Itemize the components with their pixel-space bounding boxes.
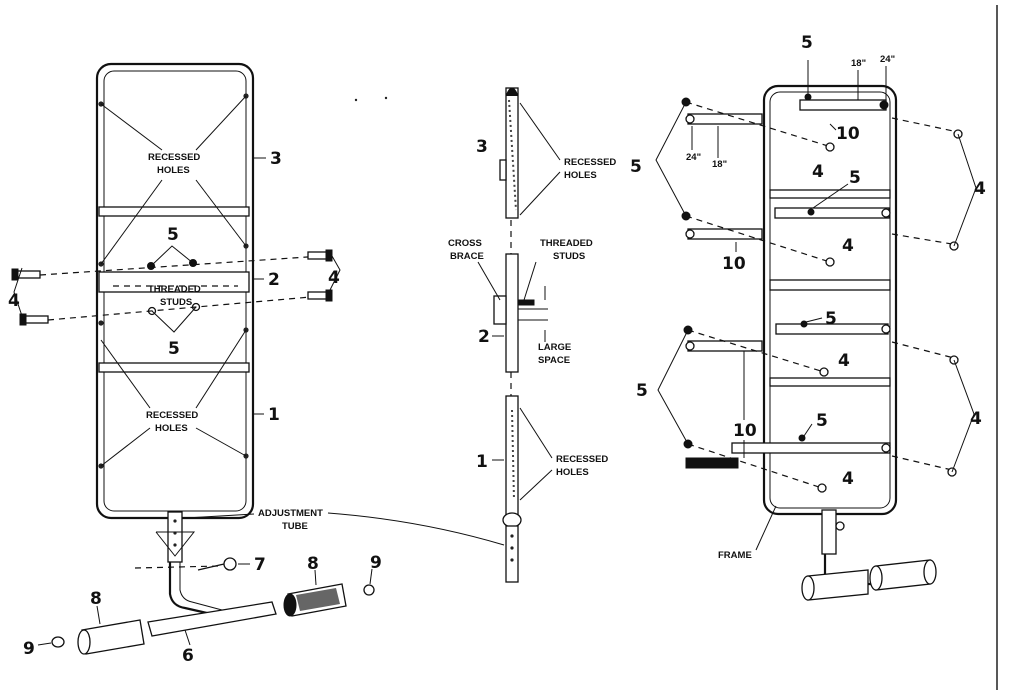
part-number-8-left: 8 xyxy=(90,589,102,609)
part-number-4-third: 4 xyxy=(838,351,850,371)
part-number-4-right-lower-group: 4 xyxy=(970,409,982,429)
large-space-label-2: SPACE xyxy=(538,355,570,366)
part-number-8-right: 8 xyxy=(307,554,319,574)
side-rail-2 xyxy=(505,253,519,373)
dim-24-side: 24" xyxy=(686,152,701,163)
part-number-5-third: 5 xyxy=(825,309,837,329)
part-number-4-right-upper-group: 4 xyxy=(974,179,986,199)
recessed-holes-label-upper: RECESSED xyxy=(148,152,200,163)
recessed-holes-label-side-lower-2: HOLES xyxy=(556,467,589,478)
part-number-4-top: 4 xyxy=(812,162,824,182)
cross-brace-label: CROSS xyxy=(448,238,482,249)
adjustment-tube-label: ADJUSTMENT xyxy=(258,508,323,519)
side-rail-1 xyxy=(505,395,519,517)
cross-brace-label-2: BRACE xyxy=(450,251,484,262)
frame-label: FRAME xyxy=(718,550,752,561)
part-number-2-left: 2 xyxy=(268,270,280,290)
part-number-3-left: 3 xyxy=(270,149,282,169)
part-number-4-bottom: 4 xyxy=(842,469,854,489)
threaded-studs-label-side: THREADED xyxy=(540,238,593,249)
dim-18-side: 18" xyxy=(712,159,727,170)
part-number-10-second: 10 xyxy=(722,254,746,274)
right-roller-pads xyxy=(801,559,937,601)
part-number-2-side: 2 xyxy=(478,327,490,347)
left-brace-3 xyxy=(98,206,250,217)
left-brace-2 xyxy=(98,271,250,293)
foam-pad-left xyxy=(77,619,145,655)
threaded-studs-label-2: STUDS xyxy=(160,297,192,308)
left-brace-1 xyxy=(98,362,250,373)
part-number-4-left-right: 4 xyxy=(328,268,340,288)
threaded-studs-label: THREADED xyxy=(148,284,201,295)
leg-bar xyxy=(147,601,277,637)
side-rail-3 xyxy=(505,87,519,219)
bracket-10-third xyxy=(687,340,763,352)
part-number-5-right-lower-group: 5 xyxy=(636,381,648,401)
part-number-9-left: 9 xyxy=(23,639,35,659)
part-number-9-right: 9 xyxy=(370,553,382,573)
large-space-label: LARGE xyxy=(538,342,571,353)
recessed-holes-label-lower: RECESSED xyxy=(146,410,198,421)
part-number-5-left-lower: 5 xyxy=(168,339,180,359)
foam-pad-right xyxy=(283,583,347,617)
adjustment-tube-label-2: TUBE xyxy=(282,521,308,532)
threaded-studs-label-side-2: STUDS xyxy=(553,251,585,262)
middle-side-view: 3 RECESSED HOLES CROSS BRACE THREADED ST… xyxy=(185,87,616,583)
part-number-6: 6 xyxy=(182,646,194,666)
part-number-4-left-left: 4 xyxy=(8,291,20,311)
right-assembled-view: 5 5 4 4 5 5 5 5 4 4 4 4 10 10 10 18" 24"… xyxy=(630,33,986,601)
left-exploded-view: RECESSED HOLES RECESSED HOLES THREADED S… xyxy=(8,62,388,666)
part-number-1-left: 1 xyxy=(268,405,280,425)
part-number-10-top: 10 xyxy=(836,124,860,144)
part-number-10-bottom: 10 xyxy=(733,421,757,441)
recessed-holes-label-side-upper-2: HOLES xyxy=(564,170,597,181)
recessed-holes-label-upper-2: HOLES xyxy=(157,165,190,176)
cross-brace-side xyxy=(493,295,507,325)
part-number-5-left-upper: 5 xyxy=(167,225,179,245)
dim-24-top: 24" xyxy=(880,54,895,65)
part-number-3-side: 3 xyxy=(476,137,488,157)
part-number-5-right-upper-group: 5 xyxy=(630,157,642,177)
dim-18-top: 18" xyxy=(851,58,866,69)
recessed-holes-label-side-upper: RECESSED xyxy=(564,157,616,168)
recessed-holes-label-lower-2: HOLES xyxy=(155,423,188,434)
bracket-10-second xyxy=(687,228,763,240)
bracket-10-bottom xyxy=(685,457,739,469)
left-adjustment-tube xyxy=(167,511,183,563)
recessed-holes-label-side-lower: RECESSED xyxy=(556,454,608,465)
part-number-5-top: 5 xyxy=(801,33,813,53)
part-number-4-second: 4 xyxy=(842,236,854,256)
part-number-7: 7 xyxy=(254,555,266,575)
part-number-1-side: 1 xyxy=(476,452,488,472)
part-number-5-bottom: 5 xyxy=(816,411,828,431)
part-number-5-second: 5 xyxy=(849,168,861,188)
